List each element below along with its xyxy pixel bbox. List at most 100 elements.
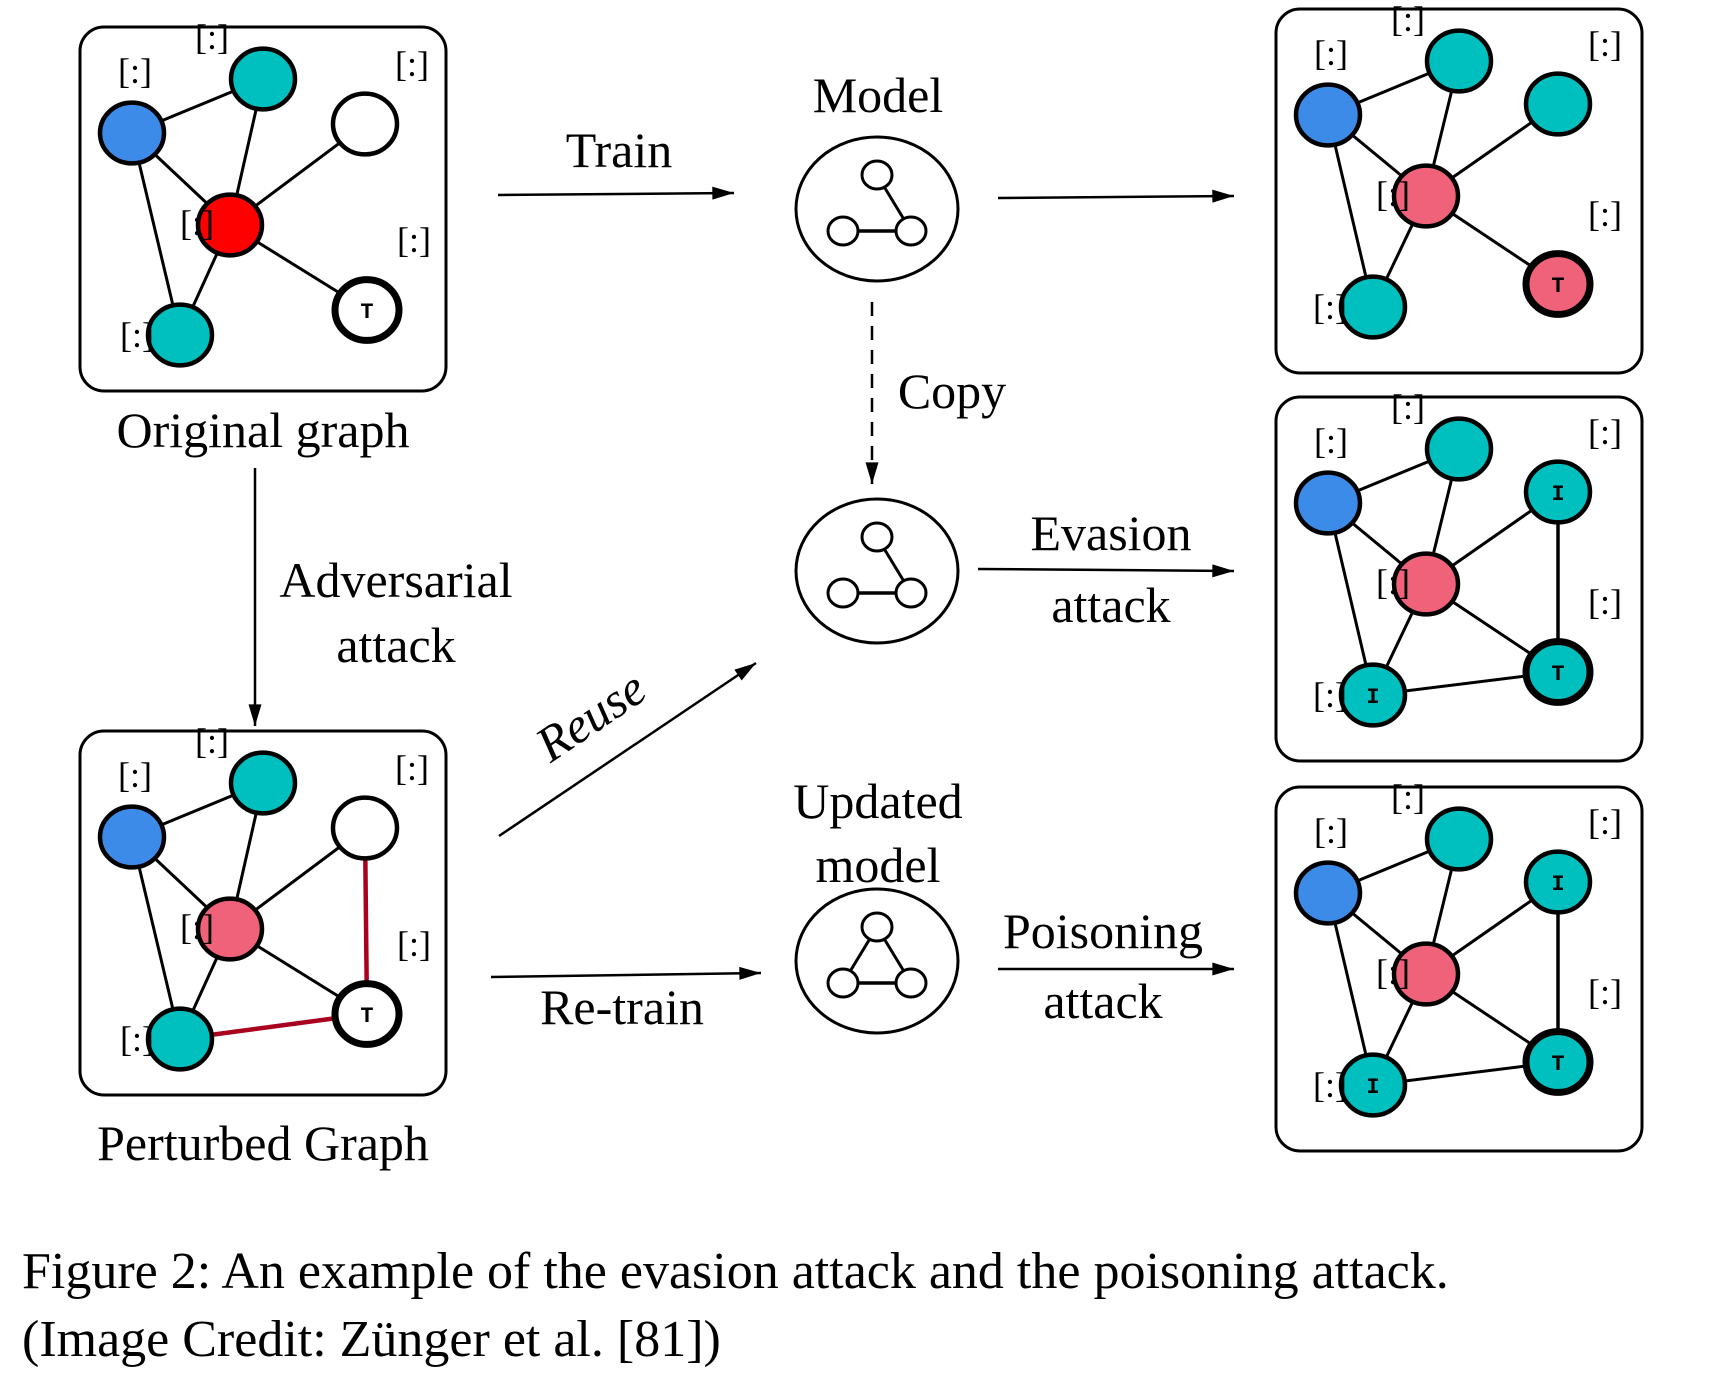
graph-node: [145, 302, 215, 368]
injected-node: I: [1338, 1052, 1408, 1118]
graph-node: [1424, 28, 1494, 94]
feature-marker: [:]: [1313, 675, 1347, 715]
updated-model-label-line2: model: [816, 837, 941, 893]
node-mark: I: [1366, 1075, 1379, 1100]
edge-a-e: [1326, 892, 1375, 1086]
node-mark: I: [1366, 685, 1379, 710]
copy-label: Copy: [898, 363, 1006, 419]
feature-marker: [:]: [1588, 582, 1622, 622]
graph-node: [1293, 82, 1363, 148]
target-node: T: [331, 980, 403, 1048]
feature-marker: [:]: [1391, 0, 1425, 39]
feature-marker: [:]: [195, 721, 229, 761]
node-mark: T: [1551, 662, 1564, 687]
copied-model-icon: [794, 497, 960, 645]
feature-marker: [:]: [1376, 174, 1410, 214]
graph-panel-perturbed: [:] [:] [:] [:] [:] T [:]: [78, 721, 448, 1097]
caption-line-2: (Image Credit: Zünger et al. [81]): [22, 1311, 721, 1368]
graph-node: [1424, 806, 1494, 872]
graph-panel-original: [:][:][:][:][:]T[:]: [78, 17, 448, 393]
graph-panel-poisoning: [:] [:] I [:] [:] I [:] T [:]: [1274, 777, 1644, 1153]
graph-node: [145, 1006, 215, 1072]
feature-marker: [:]: [180, 907, 214, 947]
graph-node: [1391, 551, 1461, 617]
reuse-label: Reuse: [525, 659, 656, 773]
feature-marker: [:]: [118, 51, 152, 91]
predict-arrow: [997, 189, 1235, 203]
feature-marker: [:]: [1588, 194, 1622, 234]
feature-marker: [:]: [118, 755, 152, 795]
feature-marker: [:]: [1588, 802, 1622, 842]
node-mark: T: [360, 1004, 373, 1029]
feature-marker: [:]: [195, 17, 229, 57]
graph-node: [195, 192, 265, 258]
model-icon: [794, 135, 960, 283]
reuse-arrow: [498, 661, 757, 838]
feature-marker: [:]: [1313, 287, 1347, 327]
feature-marker: [:]: [397, 924, 431, 964]
poisoning-label-line1: Poisoning: [1003, 903, 1203, 959]
feature-marker: [:]: [1313, 1065, 1347, 1105]
feature-marker: [:]: [395, 748, 429, 788]
injected-node: I: [1523, 459, 1593, 525]
feature-marker: [:]: [1376, 562, 1410, 602]
feature-marker: [:]: [397, 220, 431, 260]
adversarial-label-line2: attack: [336, 617, 455, 673]
graph-node: [330, 795, 400, 861]
feature-marker: [:]: [120, 1019, 154, 1059]
evasion-arrow: [977, 564, 1235, 578]
node-mark: I: [1551, 872, 1564, 897]
feature-marker: [:]: [1391, 777, 1425, 817]
edge-a-e: [130, 132, 182, 336]
edge-a-e: [1326, 114, 1375, 308]
feature-marker: [:]: [180, 203, 214, 243]
feature-marker: [:]: [1588, 24, 1622, 64]
graph-node: [97, 100, 167, 166]
target-node: T: [1522, 1028, 1594, 1096]
model-label: Model: [813, 67, 944, 123]
graph-node: [1424, 416, 1494, 482]
feature-marker: [:]: [1391, 387, 1425, 427]
retrain-label: Re-train: [540, 979, 704, 1035]
injected-node: I: [1523, 849, 1593, 915]
feature-marker: [:]: [1314, 811, 1348, 851]
evasion-label-line2: attack: [1051, 577, 1170, 633]
original-graph-label: Original graph: [117, 402, 410, 458]
feature-marker: [:]: [1588, 972, 1622, 1012]
graph-node: [1293, 860, 1363, 926]
train-arrow: [497, 186, 735, 200]
graph-node: [1523, 71, 1593, 137]
edge-a-e: [130, 836, 182, 1040]
caption-line-1: Figure 2: An example of the evasion atta…: [22, 1243, 1449, 1300]
node-mark: T: [360, 300, 373, 325]
updated-model-icon: [794, 887, 960, 1035]
poisoning-label-line2: attack: [1043, 973, 1162, 1029]
edge-a-e: [1326, 502, 1375, 696]
updated-model-label-line1: Updated: [793, 773, 962, 829]
evasion-label-line1: Evasion: [1030, 505, 1191, 561]
injected-node: I: [1338, 662, 1408, 728]
graph-node: [228, 750, 298, 816]
feature-marker: [:]: [1314, 33, 1348, 73]
graph-panel-evasion: [:][:]I[:][:]I[:]T[:]: [1274, 387, 1644, 763]
train-label: Train: [566, 122, 673, 178]
graph-node: [330, 91, 400, 157]
feature-marker: [:]: [1376, 952, 1410, 992]
graph-node: [228, 46, 298, 112]
node-mark: I: [1551, 482, 1564, 507]
graph-panel-prediction: [:] [:] [:] [:] [:] T [:]: [1274, 0, 1644, 375]
node-mark: T: [1551, 274, 1564, 299]
graph-node: [1338, 274, 1408, 340]
target-node: T: [1522, 638, 1594, 706]
retrain-arrow: [490, 966, 762, 980]
adversarial-label-line1: Adversarial: [279, 552, 512, 608]
target-node: T: [331, 276, 403, 344]
graph-node: [1391, 941, 1461, 1007]
figure-caption: Figure 2: An example of the evasion atta…: [22, 1238, 1449, 1374]
target-node: T: [1522, 250, 1594, 318]
feature-marker: [:]: [395, 44, 429, 84]
perturbed-graph-label: Perturbed Graph: [97, 1115, 429, 1171]
node-mark: T: [1551, 1052, 1564, 1077]
feature-marker: [:]: [1588, 412, 1622, 452]
